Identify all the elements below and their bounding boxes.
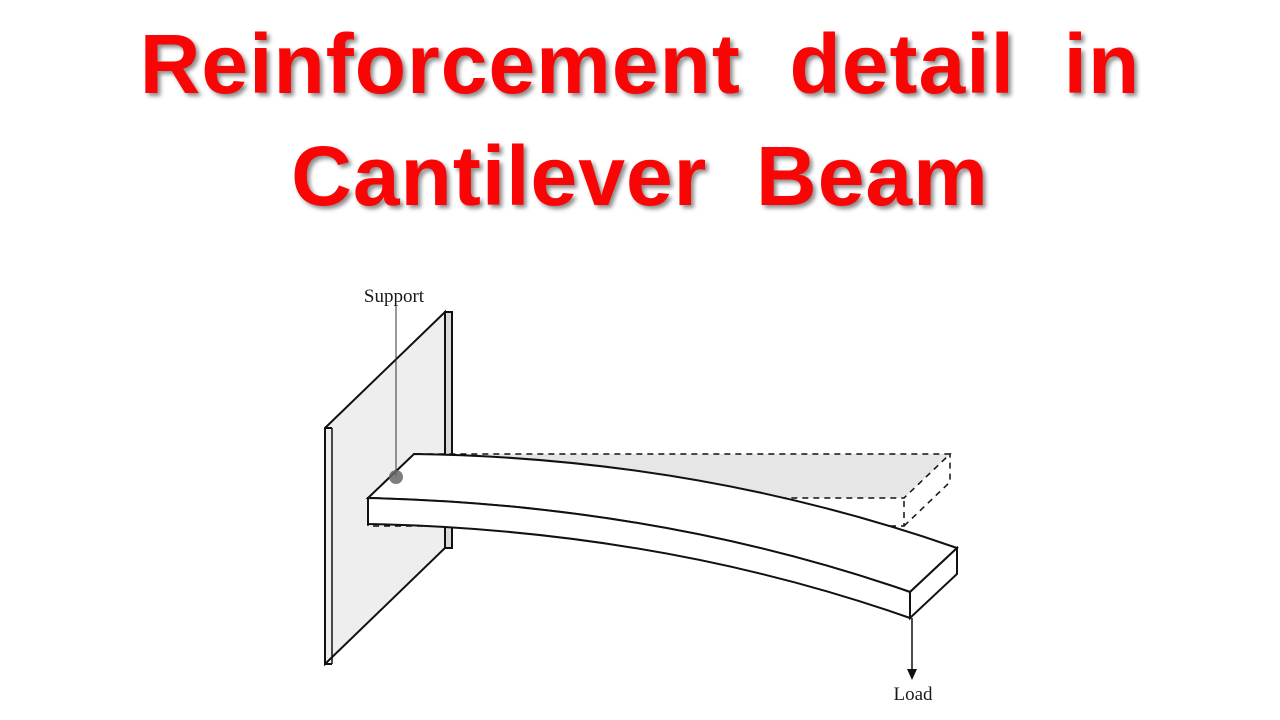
title-line-2: Cantilever Beam [291, 129, 989, 223]
deflected-beam [365, 452, 959, 621]
undeformed-beam-end [903, 454, 951, 527]
load-arrow [907, 618, 917, 680]
title-line-1: Reinforcement detail in [139, 17, 1141, 111]
support-label: Support [364, 286, 425, 307]
support-point [389, 470, 403, 484]
load-label: Load [893, 684, 933, 705]
deflected-beam-end-face [909, 545, 958, 621]
